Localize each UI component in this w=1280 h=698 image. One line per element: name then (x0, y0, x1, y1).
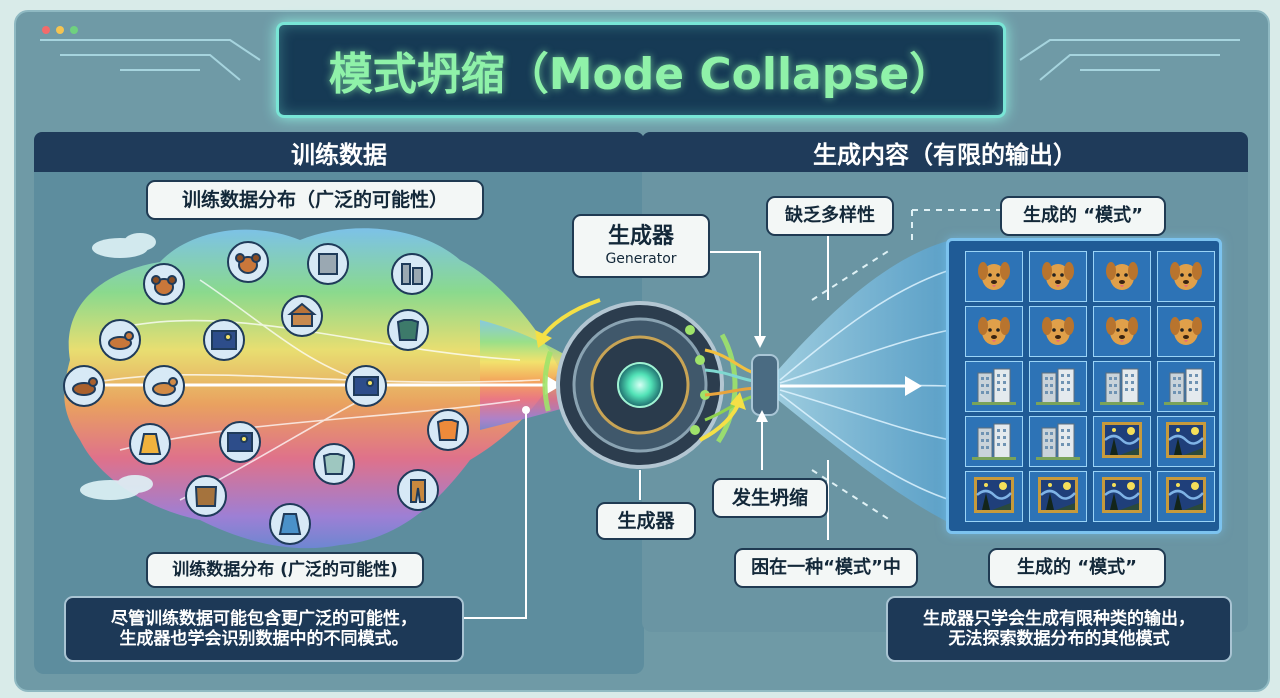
building-icon (1036, 420, 1080, 464)
generator-device (542, 282, 738, 488)
output-cell (1029, 251, 1087, 302)
collapse-label: 发生坍缩 (712, 478, 828, 518)
building-icon (1100, 365, 1144, 409)
output-cell (1029, 471, 1087, 522)
output-cell (1093, 251, 1151, 302)
output-cell (1157, 361, 1215, 412)
generator-label-en: Generator (605, 250, 677, 267)
generated-mode-bottom-label: 生成的 “模式” (988, 548, 1166, 588)
red-dot-icon (42, 26, 50, 34)
output-cell (1093, 306, 1151, 357)
output-cell (1029, 361, 1087, 412)
painting-icon (1164, 420, 1208, 464)
dog-icon (1164, 310, 1208, 354)
painting-icon (1100, 420, 1144, 464)
window-dots (42, 26, 78, 34)
output-cell (965, 416, 1023, 467)
output-cell (1029, 416, 1087, 467)
generator-bottom-label: 生成器 (596, 502, 696, 540)
training-icons (63, 241, 469, 545)
dog-icon (972, 255, 1016, 299)
green-dot-icon (70, 26, 78, 34)
training-note: 尽管训练数据可能包含更广泛的可能性， 生成器也学会识别数据中的不同模式。 (64, 596, 464, 662)
building-icon (1164, 365, 1208, 409)
output-cell (1093, 416, 1151, 467)
generated-output-grid (946, 238, 1222, 534)
generated-content-heading: 生成内容（有限的输出） (642, 132, 1248, 172)
output-cell (1093, 471, 1151, 522)
output-cell (1157, 306, 1215, 357)
generated-note: 生成器只学会生成有限种类的输出， 无法探索数据分布的其他模式 (886, 596, 1232, 662)
building-icon (972, 365, 1016, 409)
output-cell (965, 306, 1023, 357)
data-distribution-cloud (64, 228, 561, 549)
generator-label-cn: 生成器 (607, 224, 674, 250)
training-distribution-top-label: 训练数据分布（广泛的可能性） (146, 180, 484, 220)
lack-of-diversity-label: 缺乏多样性 (766, 196, 894, 236)
dog-icon (972, 310, 1016, 354)
generator-label: 生成器 Generator (572, 214, 710, 278)
page-title: 模式坍缩（Mode Collapse） (328, 49, 954, 100)
output-cell (965, 251, 1023, 302)
dog-icon (1036, 310, 1080, 354)
stuck-in-mode-label: 困在一种“模式”中 (734, 548, 918, 588)
output-cell (965, 471, 1023, 522)
output-cell (1157, 416, 1215, 467)
painting-icon (972, 475, 1016, 519)
generated-mode-top-label: 生成的 “模式” (1000, 196, 1166, 236)
output-cell (1093, 361, 1151, 412)
output-cell (1157, 251, 1215, 302)
yellow-dot-icon (56, 26, 64, 34)
painting-icon (1164, 475, 1208, 519)
output-cell (1157, 471, 1215, 522)
training-data-heading: 训练数据 (34, 132, 644, 172)
painting-icon (1036, 475, 1080, 519)
title-box: 模式坍缩（Mode Collapse） (276, 22, 1006, 118)
dog-icon (1036, 255, 1080, 299)
output-cell (1029, 306, 1087, 357)
building-icon (972, 420, 1016, 464)
dog-icon (1100, 255, 1144, 299)
output-cell (965, 361, 1023, 412)
dog-icon (1164, 255, 1208, 299)
training-distribution-bottom-label: 训练数据分布 (广泛的可能性) (146, 552, 424, 588)
painting-icon (1100, 475, 1144, 519)
dog-icon (1100, 310, 1144, 354)
circuit-lines (40, 39, 1240, 81)
building-icon (1036, 365, 1080, 409)
